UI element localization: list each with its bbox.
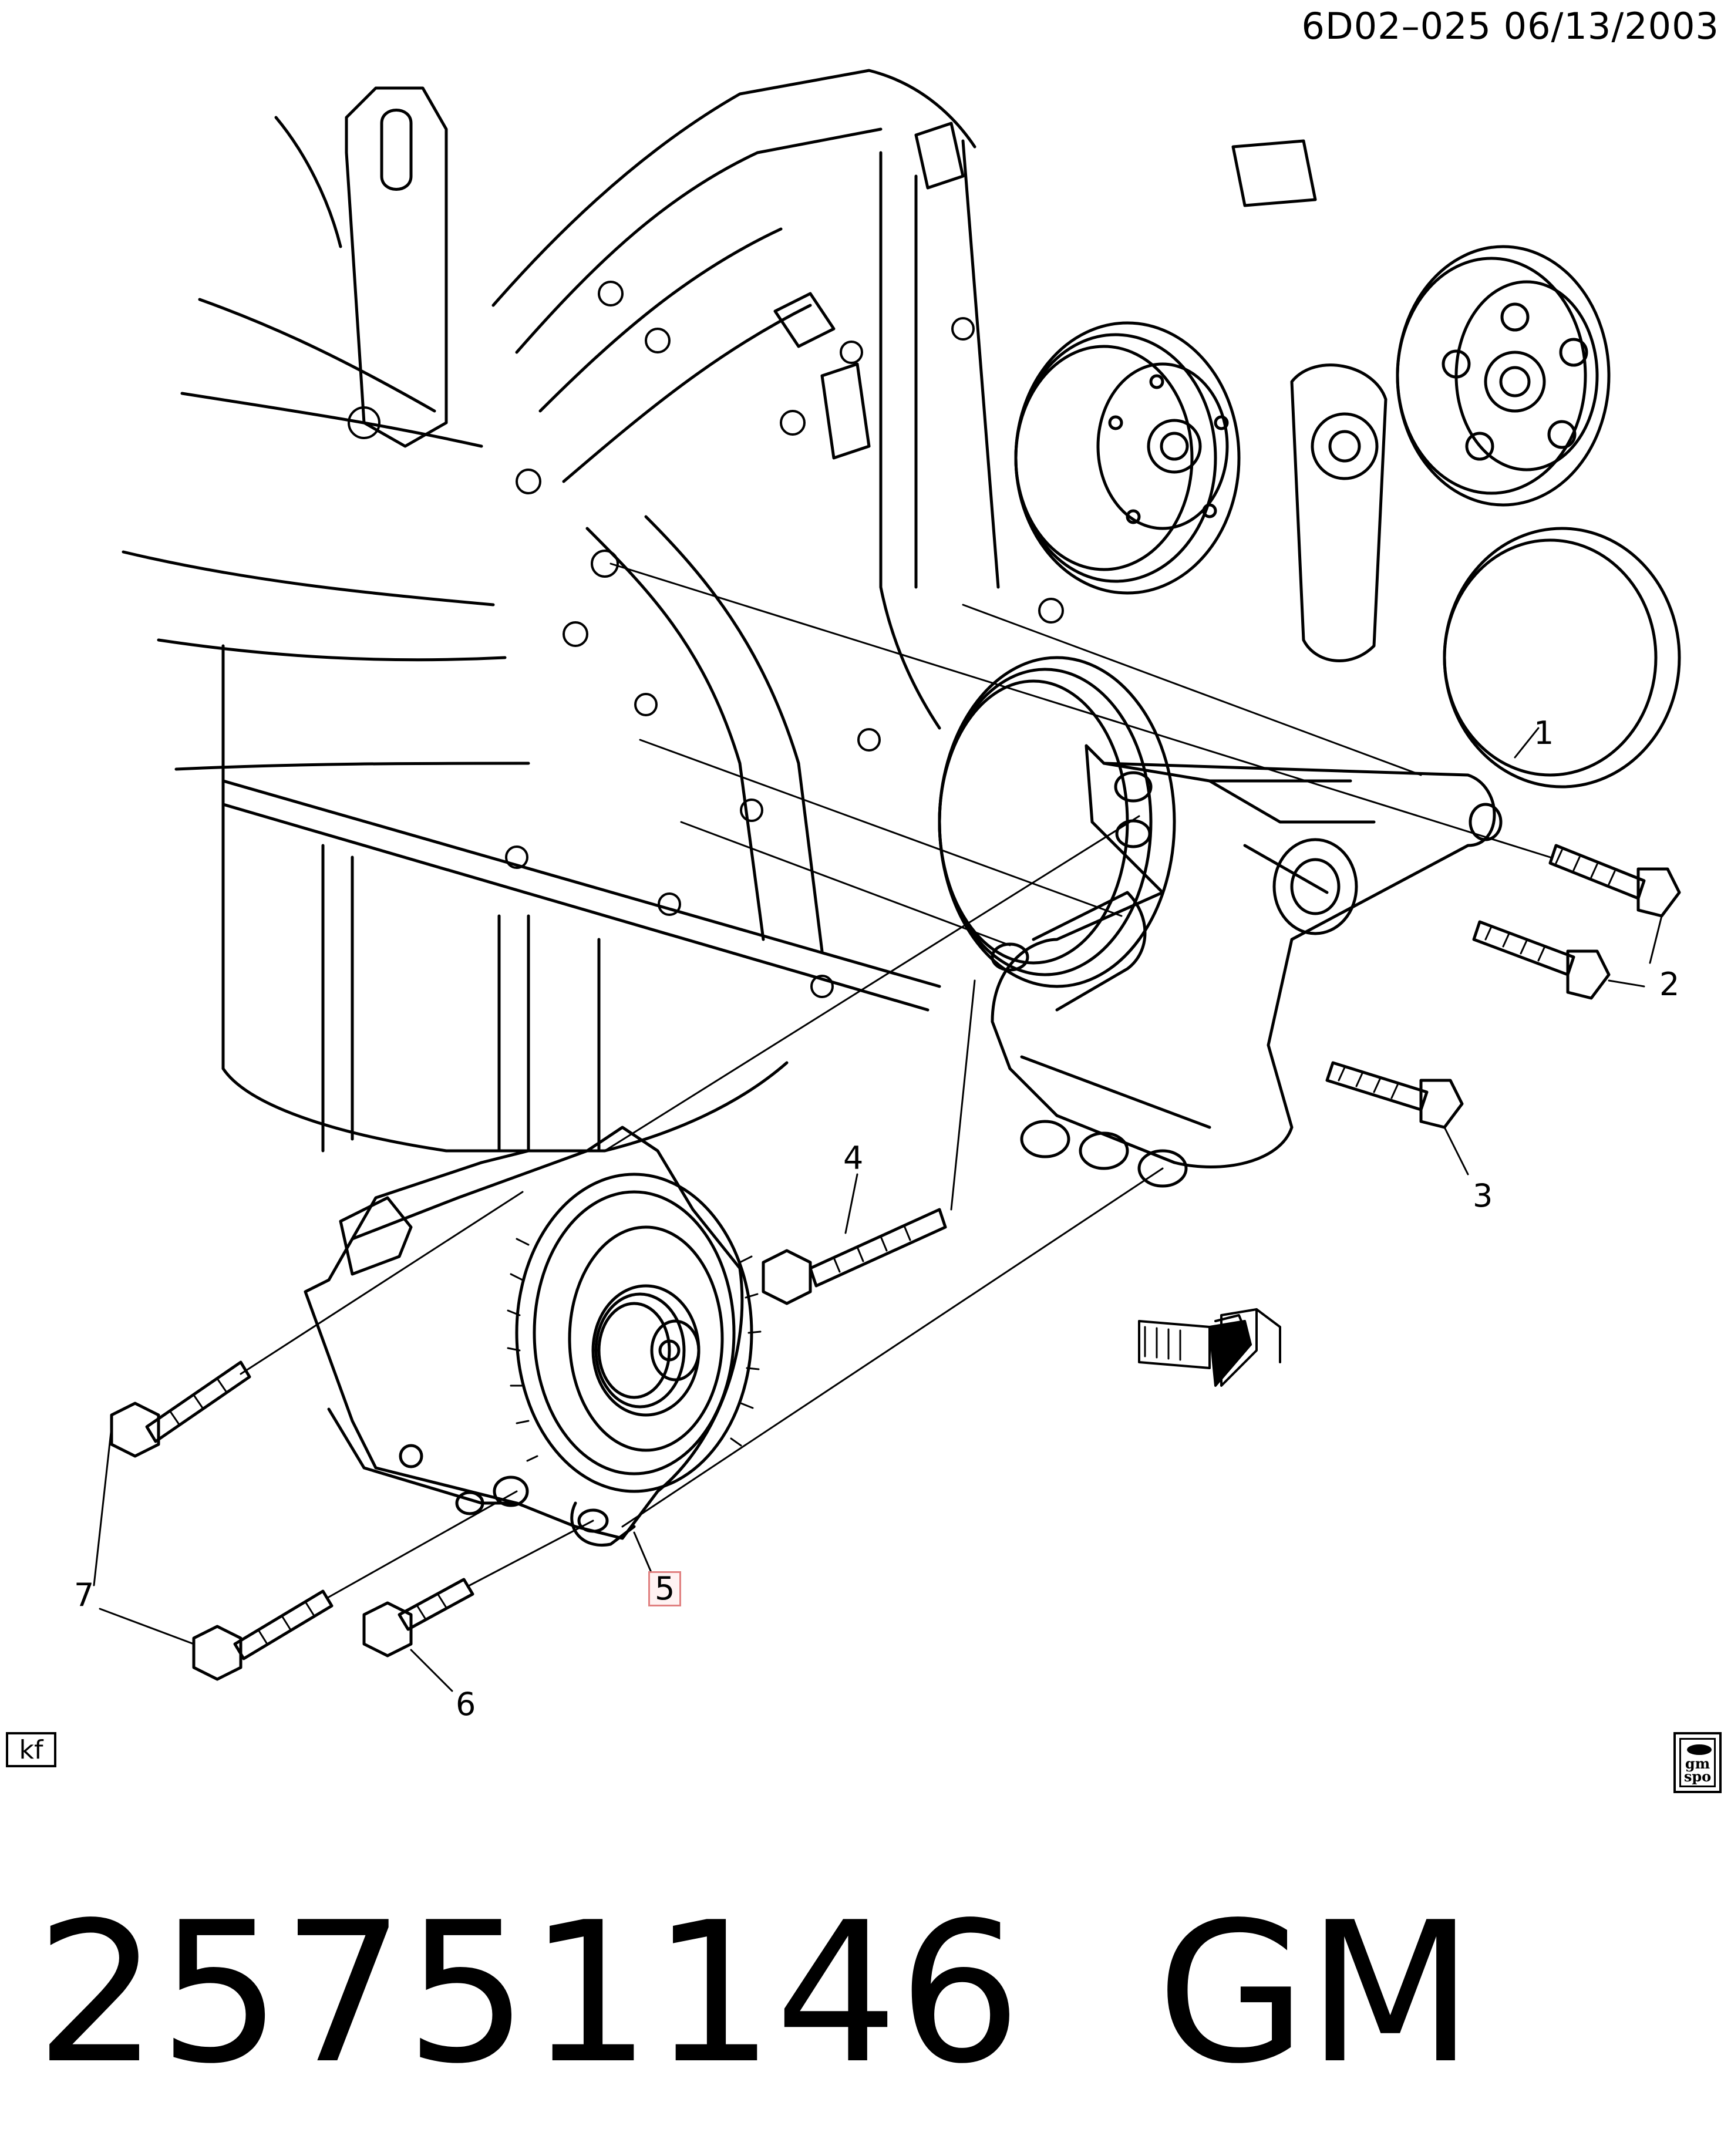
drawing-reference: 6D02–025 06/13/2003	[1301, 5, 1719, 48]
alignment-lines	[93, 562, 1663, 1692]
gmspo-badge-gm: gm	[1685, 1755, 1710, 1772]
generator	[304, 1126, 762, 1547]
gmspo-badge-icon: gm spo	[1673, 1732, 1722, 1793]
callout-2: 2	[1659, 966, 1680, 1003]
callout-3: 3	[1473, 1177, 1493, 1214]
brand-name: GM	[1156, 1881, 1474, 2106]
lower-bolts	[110, 1360, 474, 1681]
gmspo-badge-oval	[1687, 1744, 1712, 1755]
upper-pulleys	[938, 245, 1681, 988]
engine-block	[122, 69, 1317, 1153]
front-direction-arrow-icon	[1138, 1308, 1281, 1387]
gmspo-badge-label: gm spo	[1681, 1755, 1714, 1785]
gmspo-badge-frame: gm spo	[1679, 1738, 1716, 1787]
callout-6: 6	[456, 1686, 476, 1723]
part-number: 25751146	[35, 1881, 1022, 2106]
kf-stamp: kf	[6, 1732, 56, 1767]
callout-1: 1	[1534, 715, 1554, 752]
generator-bracket	[991, 744, 1503, 1188]
gmspo-badge-spo: spo	[1683, 1768, 1712, 1785]
bracket-bolts	[762, 844, 1681, 1305]
callout-7: 7	[74, 1576, 95, 1613]
callout-4: 4	[843, 1140, 864, 1177]
callout-5[interactable]: 5	[648, 1571, 682, 1606]
